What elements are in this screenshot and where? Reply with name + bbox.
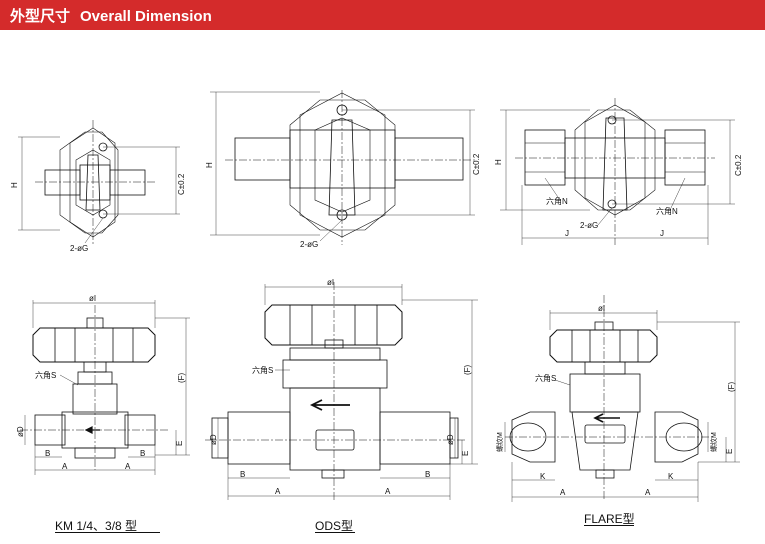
flare-k-right-label: K — [668, 472, 674, 481]
km-i-label: øI — [89, 294, 96, 303]
caption-flare: FLARE型 — [584, 512, 635, 526]
ods-hex-label: 六角S — [252, 365, 273, 375]
top3-c-label: C±0.2 — [734, 154, 743, 176]
flare-front-view — [504, 295, 740, 502]
km-a-right-label: A — [125, 462, 131, 471]
flare-e-label: E — [725, 449, 734, 454]
top1-c-label: C±0.2 — [177, 173, 186, 195]
flare-a-right-label: A — [645, 488, 651, 497]
flare-f-label: (F) — [727, 381, 736, 392]
top3-hex-right-label: 六角N — [656, 206, 678, 216]
top-view-2 — [210, 90, 475, 245]
section-title: 外型尺寸 Overall Dimension — [10, 5, 212, 26]
flare-m-left-label: 螺纹M — [495, 432, 504, 452]
technical-drawing: H C±0.2 2-øG H C±0.2 2-øG — [10, 90, 743, 502]
top2-g-label: 2-øG — [300, 240, 318, 249]
top3-j-right-label: J — [660, 229, 664, 238]
flare-hex-label: 六角S — [535, 373, 556, 383]
top1-g-label: 2-øG — [70, 244, 88, 253]
ods-a-left-label: A — [275, 487, 281, 496]
km-a-left-label: A — [62, 462, 68, 471]
title-english: Overall Dimension — [80, 8, 212, 25]
caption-ods-underline — [315, 532, 355, 533]
top3-h-label: H — [494, 159, 503, 165]
caption-km: KM 1/4、3/8 型 — [55, 519, 138, 533]
ods-d-right-label: øD — [446, 434, 455, 445]
caption-flare-underline — [584, 525, 634, 526]
title-chinese: 外型尺寸 — [10, 8, 71, 25]
ods-b-right-label: B — [425, 470, 430, 479]
km-b-left-label: B — [45, 449, 50, 458]
top-view-1 — [18, 120, 180, 245]
km-b-right-label: B — [140, 449, 145, 458]
top1-h-label: H — [10, 182, 19, 188]
km-f-label: (F) — [177, 372, 186, 383]
top2-h-label: H — [205, 162, 214, 168]
ods-f-label: (F) — [463, 364, 472, 375]
km-hex-label: 六角S — [35, 370, 56, 380]
top3-hex-left-label: 六角N — [546, 196, 568, 206]
ods-d-left-label: øD — [209, 434, 218, 445]
ods-i-label: øI — [327, 278, 334, 287]
km-front-view — [20, 300, 190, 475]
flare-i-label: øI — [598, 304, 605, 313]
flare-a-left-label: A — [560, 488, 566, 497]
caption-ods: ODS型 — [315, 519, 354, 533]
top3-j-left-label: J — [565, 229, 569, 238]
ods-b-left-label: B — [240, 470, 245, 479]
km-e-label: E — [175, 441, 184, 446]
km-d-label: øD — [16, 426, 25, 437]
caption-km-underline — [55, 532, 160, 533]
flare-k-left-label: K — [540, 472, 546, 481]
top2-c-label: C±0.2 — [472, 153, 481, 175]
ods-e-label: E — [461, 451, 470, 456]
ods-a-right-label: A — [385, 487, 391, 496]
section-header: 外型尺寸 Overall Dimension — [0, 0, 765, 30]
flare-m-right-label: 螺纹M — [709, 432, 718, 452]
ods-front-view — [205, 282, 478, 500]
top-view-3 — [500, 98, 735, 245]
top3-g-label: 2-øG — [580, 221, 598, 230]
